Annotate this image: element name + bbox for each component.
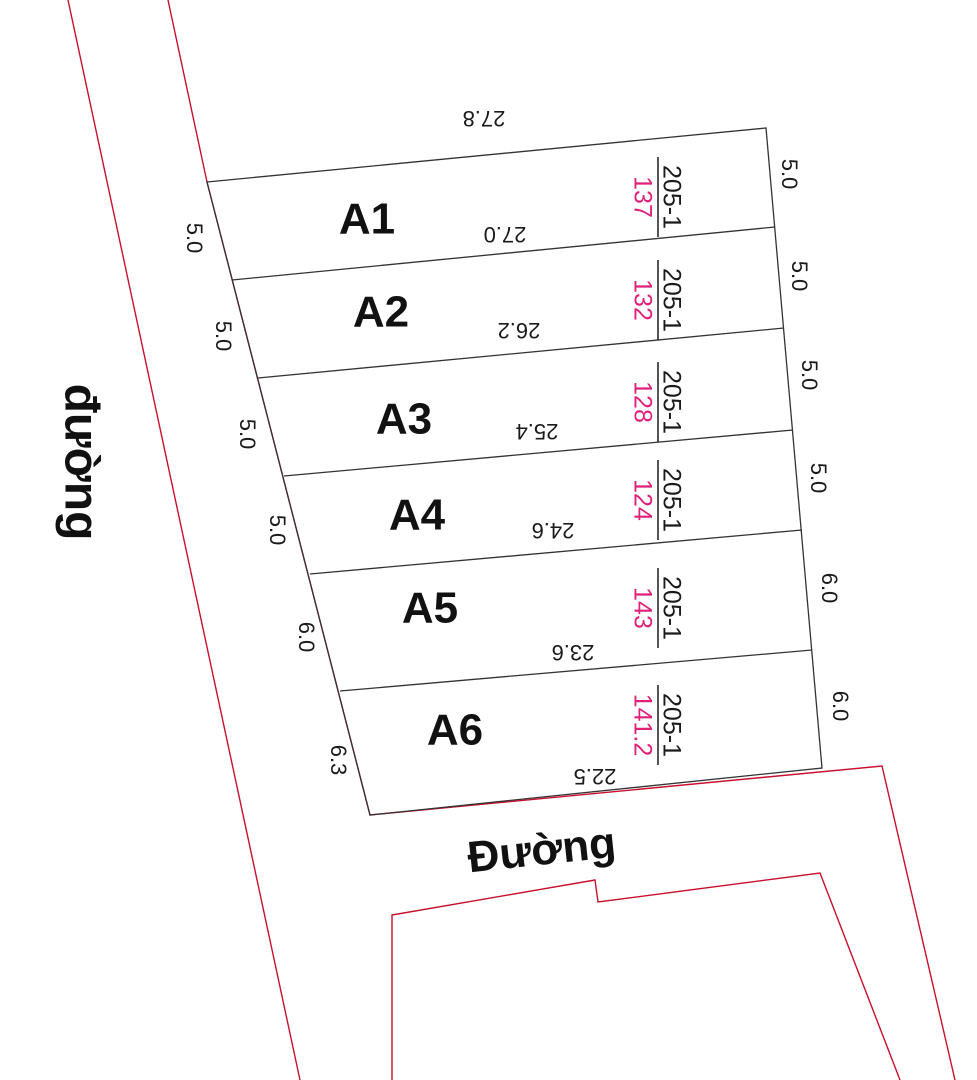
lot-divider-5 <box>339 649 813 692</box>
parcel-number-a2: 205-1 <box>657 268 685 332</box>
depth-dim-a2: 26.2 <box>498 318 541 343</box>
right-frontage-dim-a2: 5.0 <box>787 261 812 292</box>
lot-lines <box>206 127 823 816</box>
depth-dim-a4: 24.6 <box>532 518 575 543</box>
bottom-road-label: Đường <box>465 818 618 882</box>
left-road-label: đường <box>54 384 107 541</box>
area-a6: 141.2 <box>628 694 656 757</box>
parcel-number-a5: 205-1 <box>657 576 685 640</box>
right-frontage-dim-a6: 6.0 <box>828 691 853 722</box>
parcel-number-a3: 205-1 <box>657 370 685 434</box>
plot-label-a1: A1 <box>339 195 395 244</box>
top-frontage-dim: 27.8 <box>463 106 506 131</box>
depth-dim-a3: 25.4 <box>516 419 559 444</box>
fraction-a5: 205-1 143 <box>628 568 685 648</box>
fraction-a6: 205-1 141.2 <box>628 685 685 765</box>
area-a1: 137 <box>628 176 656 218</box>
right-frontage-dim-a3: 5.0 <box>797 360 822 391</box>
fraction-a2: 205-1 132 <box>628 260 685 340</box>
depth-dim-a5: 23.6 <box>552 640 595 665</box>
lower-block-outline <box>391 872 901 1080</box>
plot-label-a5: A5 <box>402 584 458 633</box>
plot-label-a4: A4 <box>389 491 446 540</box>
left-frontage-dim-a5: 6.0 <box>294 622 319 653</box>
fraction-a1: 205-1 137 <box>628 157 685 237</box>
area-a4: 124 <box>628 479 656 521</box>
plot-label-a2: A2 <box>353 288 409 337</box>
plot-label-a6: A6 <box>427 706 483 755</box>
right-frontage-dim-a5: 6.0 <box>817 573 842 604</box>
lot-divider-1 <box>231 226 776 281</box>
parcel-number-a6: 205-1 <box>657 693 685 757</box>
lot-divider-4 <box>309 529 803 575</box>
left-frontage-dim-a2: 5.0 <box>211 321 236 352</box>
fraction-a3: 205-1 128 <box>628 362 685 442</box>
left-frontage-dim-a6: 6.3 <box>326 745 351 776</box>
left-road-outer-edge <box>67 0 301 1080</box>
left-frontage-dim-a3: 5.0 <box>235 419 260 450</box>
right-frontage-dim-a1: 5.0 <box>777 159 802 190</box>
road-boundaries <box>67 0 956 1080</box>
parcel-number-a1: 205-1 <box>657 165 685 229</box>
area-a2: 132 <box>628 279 656 321</box>
depth-dim-a6: 22.5 <box>574 764 617 789</box>
lots-outline <box>206 127 823 816</box>
fraction-a4: 205-1 124 <box>628 460 685 540</box>
parcel-number-a4: 205-1 <box>657 468 685 532</box>
left-frontage-dim-a4: 5.0 <box>265 515 290 546</box>
lot-divider-3 <box>283 429 794 477</box>
area-a3: 128 <box>628 381 656 423</box>
plot-label-a3: A3 <box>376 395 432 444</box>
lot-divider-2 <box>257 327 785 379</box>
area-a5: 143 <box>628 587 656 629</box>
right-frontage-dim-a4: 5.0 <box>806 463 831 494</box>
depth-dim-a1: 27.0 <box>484 222 527 247</box>
left-frontage-dim-a1: 5.0 <box>182 223 207 254</box>
